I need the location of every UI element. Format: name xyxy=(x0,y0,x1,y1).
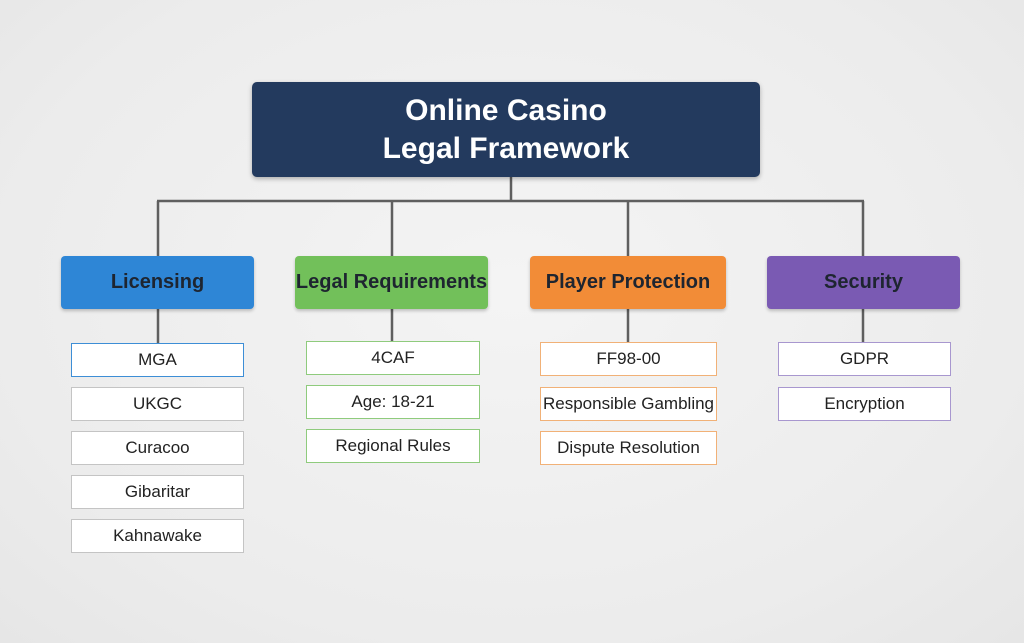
item-gibaritar: Gibaritar xyxy=(71,475,244,509)
item-label: Kahnawake xyxy=(113,526,202,545)
item-4caf: 4CAF xyxy=(306,341,480,375)
item-label: Responsible Gambling xyxy=(542,394,715,413)
category-label: Licensing xyxy=(110,271,205,293)
item-label: Dispute Resolution xyxy=(557,438,700,457)
item-label: Regional Rules xyxy=(335,436,451,455)
item-label: Encryption xyxy=(824,394,905,413)
category-licensing: Licensing xyxy=(61,256,254,309)
category-legal-requirements: Legal Requirements xyxy=(295,256,488,309)
root-title-line-1: Online Casino xyxy=(405,93,607,127)
category-security: Security xyxy=(767,256,960,309)
item-label: 4CAF xyxy=(371,348,415,367)
item-kahnawake: Kahnawake xyxy=(71,519,244,553)
category-label: Legal Requirements xyxy=(295,271,488,293)
item-ff98-00: FF98-00 xyxy=(540,342,717,376)
item-label: GDPR xyxy=(839,349,890,368)
root-title-line-2: Legal Framework xyxy=(382,131,630,165)
item-gdpr: GDPR xyxy=(778,342,951,376)
item-label: MGA xyxy=(138,350,177,369)
item-mga: MGA xyxy=(71,343,244,377)
category-label: Security xyxy=(824,271,903,293)
item-label: UKGC xyxy=(132,394,183,413)
item-label: Age: 18-21 xyxy=(351,392,435,411)
item-label: Gibaritar xyxy=(124,482,191,501)
item-label: FF98-00 xyxy=(596,349,661,368)
item-ukgc: UKGC xyxy=(71,387,244,421)
item-label: Curacoo xyxy=(125,438,190,457)
item-curacoo: Curacoo xyxy=(71,431,244,465)
item-dispute-resolution: Dispute Resolution xyxy=(540,431,717,465)
item-regional-rules: Regional Rules xyxy=(306,429,480,463)
item-encryption: Encryption xyxy=(778,387,951,421)
root-node: Online Casino Legal Framework xyxy=(252,82,760,177)
item-responsible-gambling: Responsible Gambling xyxy=(540,387,717,421)
category-label: Player Protection xyxy=(545,271,711,293)
item-age: Age: 18-21 xyxy=(306,385,480,419)
category-player-protection: Player Protection xyxy=(530,256,726,309)
